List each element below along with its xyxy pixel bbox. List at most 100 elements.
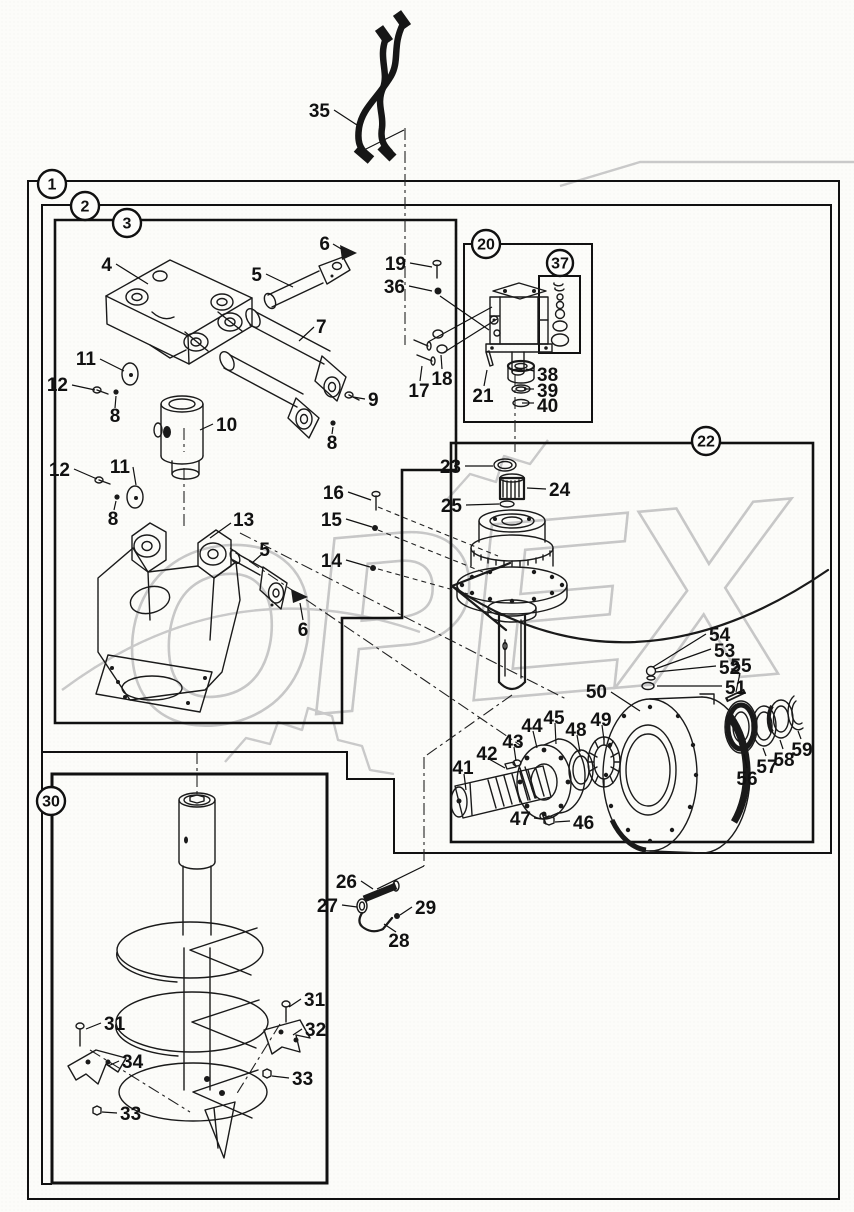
leader-line-12: [71, 384, 96, 391]
leader-line-55: [735, 672, 741, 693]
svg-text:1: 1: [48, 177, 57, 194]
coupling-24: [498, 473, 526, 501]
leader-line-9: [352, 396, 366, 400]
hose-fitting: [377, 142, 397, 162]
fittings-17: [413, 339, 436, 366]
callout-55: 55: [730, 656, 752, 677]
nut-33-right: [262, 1068, 272, 1079]
callout-8: 8: [110, 406, 121, 427]
callout-8: 8: [108, 509, 119, 530]
group-circle-22: 22: [690, 425, 722, 457]
washer-8: [330, 420, 336, 426]
bolt-19: [432, 259, 442, 279]
svg-text:30: 30: [42, 794, 60, 811]
pin-26: [362, 882, 398, 903]
leader-line-7: [298, 326, 315, 342]
tooth-32: [263, 1019, 311, 1055]
hose-assembly: [353, 10, 412, 164]
lock-pin-kit: [356, 880, 400, 933]
group-box-1: [27, 180, 840, 1200]
bearing-56: [724, 700, 758, 754]
leader-line-5: [265, 273, 294, 288]
leader-line-4: [115, 263, 149, 285]
callout-46: 46: [573, 813, 594, 834]
callout-leaders: [71, 109, 802, 1114]
callout-6: 6: [319, 234, 330, 255]
callout-18: 18: [431, 369, 452, 390]
svg-text:2: 2: [81, 199, 90, 216]
callout-17: 17: [408, 381, 429, 402]
callout-23: 23: [440, 457, 461, 478]
group-circle-20: 20: [470, 228, 502, 260]
leader-line-54: [652, 633, 707, 668]
callout-15: 15: [321, 510, 343, 531]
leader-line-11: [132, 466, 137, 486]
leader-line-6: [332, 243, 344, 251]
callout-38: 38: [537, 365, 558, 386]
callout-39: 39: [537, 381, 558, 402]
motor-body: [485, 282, 553, 376]
svg-text:22: 22: [697, 434, 715, 451]
bolt-9: [344, 391, 360, 401]
callout-26: 26: [336, 872, 357, 893]
callout-12: 12: [49, 460, 70, 481]
leader-line-12: [73, 468, 98, 480]
callout-12: 12: [47, 375, 68, 396]
leader-line-42: [488, 758, 506, 769]
callout-6: 6: [298, 620, 309, 641]
auger-flights: [115, 921, 269, 1122]
callout-8: 8: [327, 433, 338, 454]
seal-ring-59: [787, 695, 804, 731]
leader-line-50: [610, 691, 641, 712]
key-21: [485, 350, 494, 367]
tooth-34: [67, 1049, 127, 1085]
link-pin-lower: [219, 351, 320, 439]
callout-13: 13: [233, 510, 254, 531]
callout-54: 54: [709, 625, 731, 646]
callout-31: 31: [104, 1014, 126, 1035]
seal-kit-contents: [550, 282, 570, 347]
gearbox-assembly: [450, 458, 830, 691]
callout-19: 19: [385, 254, 406, 275]
svg-text:20: 20: [477, 237, 495, 254]
watermark-edge: [559, 160, 854, 188]
group-box-3: [53, 218, 458, 725]
leader-line-8: [114, 395, 117, 409]
callout-44: 44: [521, 716, 543, 737]
bolt-16: [371, 490, 381, 511]
leader-line-36: [408, 285, 433, 292]
ring-57: [751, 705, 777, 747]
o-ring-18: [432, 329, 444, 339]
leader-line-33: [101, 1111, 118, 1114]
callout-42: 42: [476, 744, 497, 765]
group-circle-30: 30: [35, 785, 67, 817]
clip-42: [504, 761, 517, 770]
svg-text:37: 37: [551, 256, 569, 273]
callout-4: 4: [101, 255, 112, 276]
leader-line-32: [292, 1028, 303, 1036]
ring-27: [356, 898, 368, 914]
group-box-2: [41, 204, 832, 1185]
leader-line-24: [526, 487, 547, 490]
arrow-icon: [291, 589, 308, 603]
group-circle-2: 2: [69, 190, 101, 222]
direction-arrows: [291, 245, 357, 603]
leader-line-43: [513, 746, 517, 762]
leader-line-52: [655, 665, 717, 673]
gearbox-body: [456, 509, 568, 623]
leader-line-57: [762, 747, 767, 757]
callout-32: 32: [305, 1020, 326, 1041]
callout-10: 10: [216, 415, 237, 436]
callout-57: 57: [756, 757, 777, 778]
coupling-38: [506, 359, 536, 384]
washer-15: [372, 525, 378, 531]
leader-line-13: [209, 522, 232, 539]
leader-line-47: [533, 817, 542, 820]
leader-line-56: [743, 753, 748, 769]
leader-line-45: [554, 722, 557, 745]
group-circles: 1 23 20 22 30 37: [35, 168, 722, 817]
callout-7: 7: [316, 317, 327, 338]
callout-59: 59: [791, 740, 812, 761]
leader-line-46: [554, 820, 571, 823]
leader-line-19: [409, 262, 433, 268]
